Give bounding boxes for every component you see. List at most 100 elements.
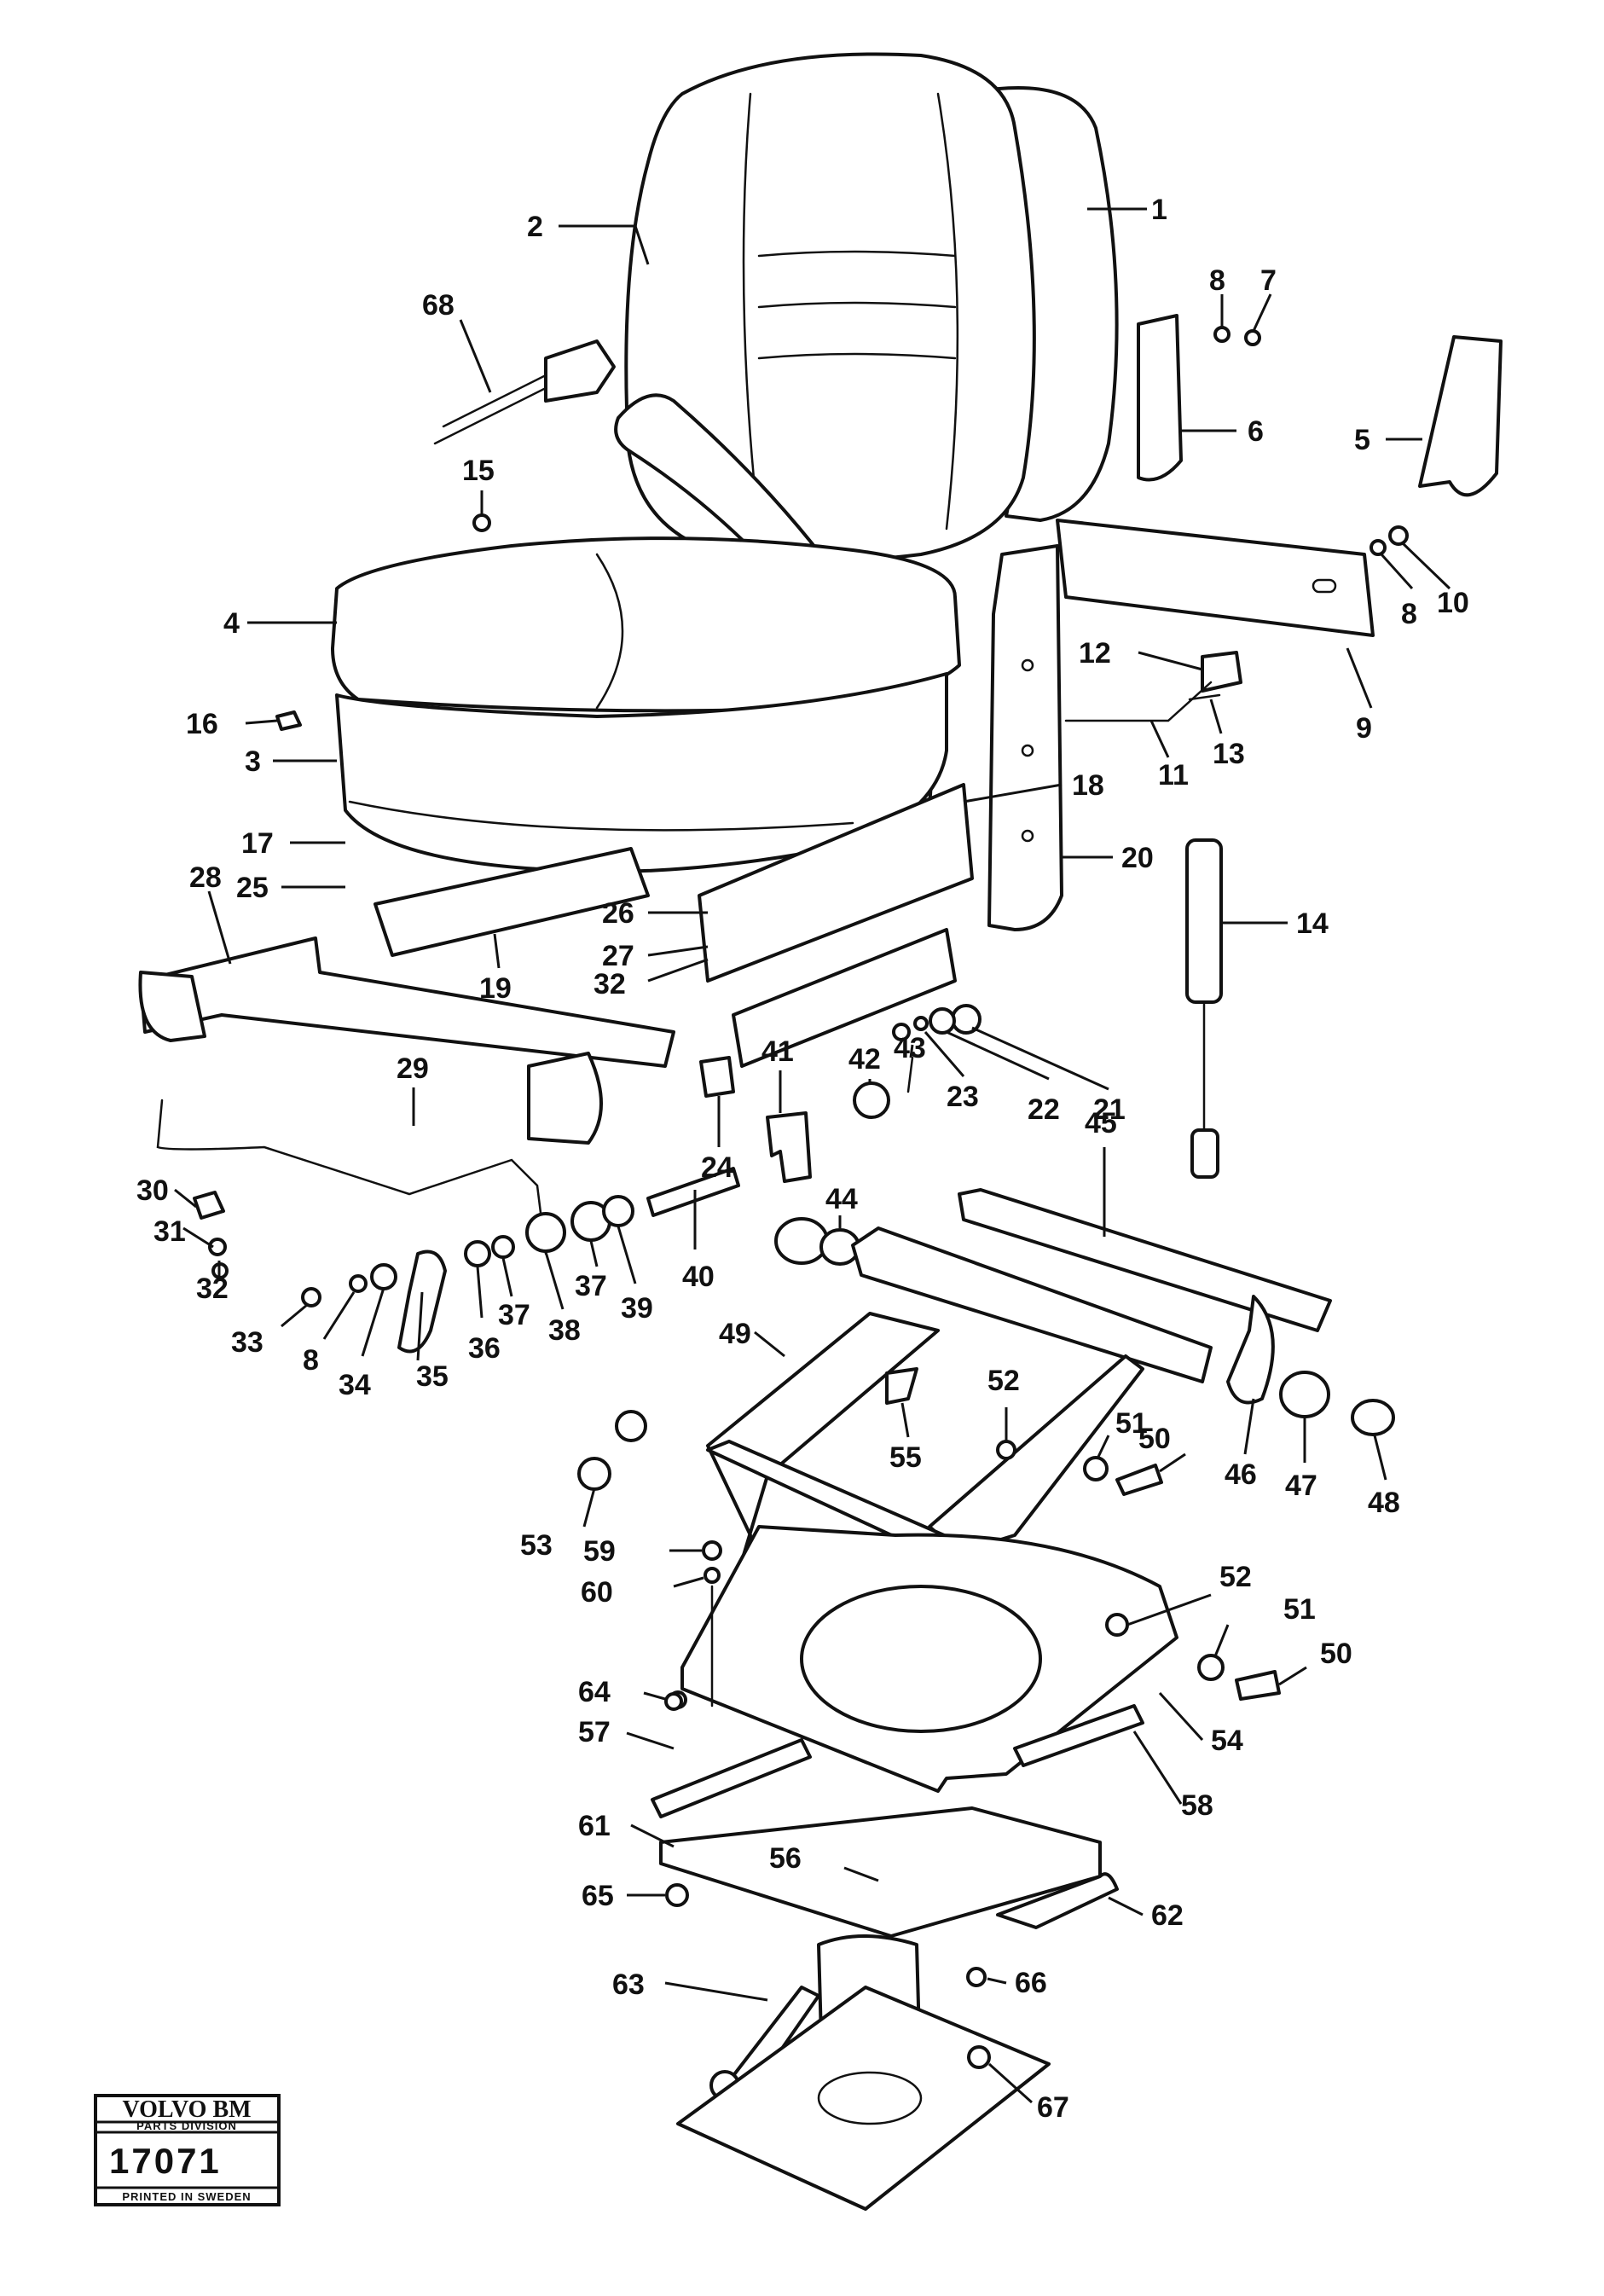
callout-3: 3 bbox=[245, 745, 261, 778]
callout-2: 2 bbox=[527, 211, 543, 243]
callout-1: 1 bbox=[1151, 194, 1167, 226]
leader-34 bbox=[361, 1287, 385, 1357]
leader-22 bbox=[946, 1030, 1050, 1081]
leader-19 bbox=[493, 933, 501, 969]
leader-8c bbox=[322, 1291, 356, 1340]
leader-50b bbox=[1278, 1666, 1307, 1686]
spring-washer bbox=[525, 1212, 566, 1253]
callout-68: 68 bbox=[422, 289, 455, 322]
belt-buckle-strap-2 bbox=[433, 386, 547, 445]
leader-31 bbox=[182, 1226, 214, 1249]
backrest-seam-right bbox=[936, 92, 959, 531]
callout-37a: 37 bbox=[498, 1299, 530, 1331]
callout-8a: 8 bbox=[1209, 264, 1225, 297]
plate-washer bbox=[1197, 1654, 1225, 1681]
leader-37b bbox=[589, 1240, 599, 1267]
callout-20: 20 bbox=[1121, 842, 1154, 874]
leader-43 bbox=[909, 1044, 914, 1058]
leader-61 bbox=[630, 1823, 675, 1848]
callout-63: 63 bbox=[612, 1968, 645, 2001]
callout-50b: 50 bbox=[1320, 1638, 1352, 1670]
leader-51a bbox=[1097, 1435, 1110, 1458]
callout-64: 64 bbox=[578, 1676, 611, 1708]
leader-46 bbox=[1243, 1398, 1255, 1455]
height-lever bbox=[996, 1872, 1119, 1929]
leader-68 bbox=[459, 319, 492, 393]
backrest-stripe-1 bbox=[757, 250, 957, 258]
callout-34: 34 bbox=[339, 1369, 371, 1401]
washer-67 bbox=[967, 2045, 991, 2069]
backrest-cushion bbox=[624, 52, 1036, 563]
bushing-pair bbox=[774, 1217, 829, 1265]
nut bbox=[892, 1023, 911, 1041]
leader-21 bbox=[971, 1026, 1109, 1091]
leader-23 bbox=[924, 1031, 965, 1077]
callout-45: 45 bbox=[1085, 1107, 1117, 1139]
callout-47: 47 bbox=[1285, 1470, 1317, 1502]
callout-17: 17 bbox=[241, 827, 274, 860]
leader-53 bbox=[582, 1487, 596, 1528]
callout-18: 18 bbox=[1072, 769, 1104, 802]
callout-57: 57 bbox=[578, 1716, 611, 1748]
callout-11: 11 bbox=[1158, 759, 1189, 791]
belt-buckle-strap-1 bbox=[442, 374, 547, 428]
washer-8b bbox=[1369, 539, 1387, 556]
callout-37b: 37 bbox=[575, 1270, 607, 1302]
toothed-washer bbox=[464, 1240, 491, 1267]
leader-60 bbox=[673, 1576, 704, 1588]
callout-32b: 32 bbox=[594, 968, 626, 1000]
leader-33 bbox=[281, 1303, 308, 1328]
callout-6: 6 bbox=[1248, 415, 1264, 448]
callout-13: 13 bbox=[1213, 738, 1245, 770]
seat-rail-lower bbox=[732, 928, 957, 1068]
callout-28: 28 bbox=[189, 861, 222, 894]
callout-38: 38 bbox=[548, 1314, 581, 1347]
callout-12: 12 bbox=[1079, 637, 1111, 670]
leader-66 bbox=[987, 1977, 1007, 1985]
armrest-slot bbox=[1312, 578, 1337, 594]
callout-29: 29 bbox=[397, 1052, 429, 1085]
leader-12 bbox=[1138, 651, 1203, 671]
release-catch bbox=[1201, 651, 1242, 693]
sleeve-bushing bbox=[1279, 1371, 1330, 1418]
bolt-head bbox=[301, 1287, 321, 1307]
gas-strut-body bbox=[1185, 838, 1223, 1004]
callout-24: 24 bbox=[701, 1151, 733, 1184]
callout-59: 59 bbox=[583, 1535, 616, 1568]
backrest-seam-left bbox=[742, 92, 761, 531]
leader-50a bbox=[1159, 1452, 1186, 1473]
callout-22: 22 bbox=[1028, 1093, 1060, 1126]
callout-53: 53 bbox=[520, 1529, 553, 1562]
pedestal-base-ring bbox=[817, 2071, 923, 2125]
callout-4: 4 bbox=[223, 607, 240, 640]
bushing-16 bbox=[275, 710, 302, 731]
leader-28 bbox=[207, 890, 232, 965]
threaded-bolt bbox=[646, 1167, 740, 1217]
top-washer bbox=[704, 1567, 721, 1584]
stamp-division: PARTS DIVISION bbox=[136, 2119, 237, 2132]
callout-55: 55 bbox=[889, 1441, 922, 1474]
gas-strut-end bbox=[1190, 1128, 1219, 1179]
leader-48 bbox=[1373, 1435, 1387, 1481]
rod-clip bbox=[193, 1191, 225, 1220]
leader-55 bbox=[900, 1402, 910, 1438]
roller bbox=[853, 1081, 890, 1119]
callout-67: 67 bbox=[1037, 2091, 1069, 2124]
leader-16 bbox=[245, 719, 278, 725]
callout-54: 54 bbox=[1211, 1725, 1243, 1757]
bracket-hole-1 bbox=[1021, 658, 1034, 672]
leader-39 bbox=[617, 1226, 637, 1284]
base-plate-ring bbox=[800, 1585, 1042, 1733]
callout-10: 10 bbox=[1437, 587, 1469, 619]
callout-19: 19 bbox=[479, 972, 512, 1005]
callout-8c: 8 bbox=[303, 1344, 319, 1377]
callout-25: 25 bbox=[236, 872, 269, 904]
roller-left bbox=[577, 1457, 611, 1491]
callout-32a: 32 bbox=[196, 1273, 229, 1305]
callout-15: 15 bbox=[462, 455, 495, 487]
callout-40: 40 bbox=[682, 1261, 715, 1293]
leader-36 bbox=[476, 1266, 484, 1319]
bracket-hole-3 bbox=[1021, 829, 1034, 843]
flat-washer bbox=[370, 1263, 397, 1290]
leader-27 bbox=[647, 945, 709, 957]
